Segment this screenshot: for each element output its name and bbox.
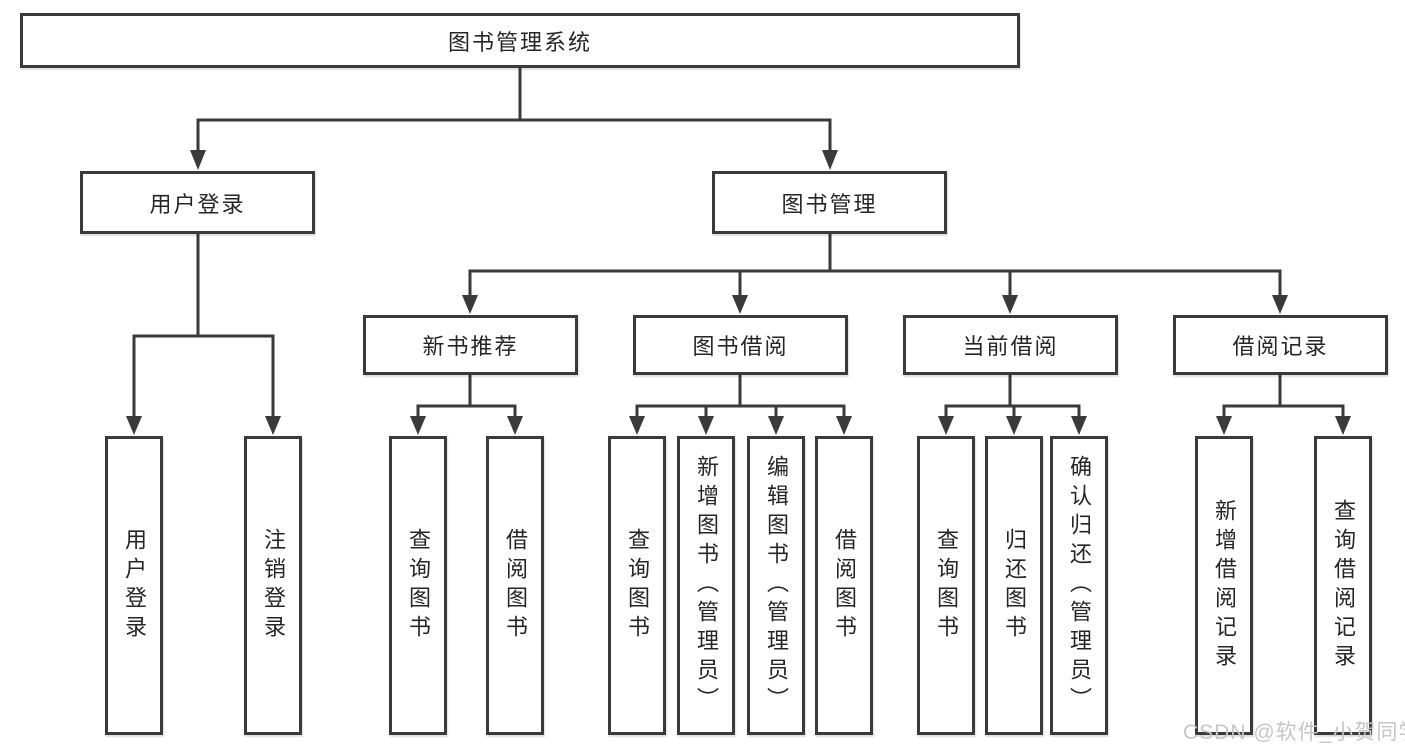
leaf-add-borrow-record: 新增借阅记录 bbox=[1195, 436, 1253, 735]
arrow-down-icon bbox=[462, 295, 478, 314]
node-label: 确认归还（管理员） bbox=[1067, 455, 1092, 716]
arrow-down-icon bbox=[938, 416, 954, 435]
node-label: 借阅图书 bbox=[832, 527, 857, 644]
leaf-borrow-books: 借阅图书 bbox=[815, 436, 873, 735]
leaf-query-books-borrow: 查询图书 bbox=[608, 436, 666, 735]
leaf-add-books-admin: 新增图书（管理员） bbox=[677, 436, 735, 735]
node-label: 注销登录 bbox=[261, 527, 286, 644]
arrow-down-icon bbox=[1071, 416, 1087, 435]
node-label: 查询图书 bbox=[934, 527, 959, 644]
node-label: 新书推荐 bbox=[422, 334, 519, 359]
node-borrow-records: 借阅记录 bbox=[1173, 315, 1388, 375]
node-book-borrow: 图书借阅 bbox=[633, 315, 848, 375]
arrow-down-icon bbox=[822, 150, 838, 170]
leaf-return-books: 归还图书 bbox=[985, 436, 1043, 735]
node-label: 用户登录 bbox=[122, 527, 147, 644]
arrow-down-icon bbox=[1272, 295, 1288, 314]
node-label: 图书借阅 bbox=[692, 334, 789, 359]
arrow-down-icon bbox=[410, 416, 426, 435]
arrow-down-icon bbox=[1002, 295, 1018, 314]
node-label: 查询借阅记录 bbox=[1331, 498, 1356, 673]
leaf-query-books-recommend: 查询图书 bbox=[389, 436, 447, 735]
leaf-query-borrow-record: 查询借阅记录 bbox=[1314, 436, 1372, 735]
node-user-login: 用户登录 bbox=[80, 171, 315, 234]
node-label: 查询图书 bbox=[625, 527, 650, 644]
arrow-down-icon bbox=[732, 295, 748, 314]
node-current-borrow: 当前借阅 bbox=[903, 315, 1118, 375]
node-book-management: 图书管理 bbox=[712, 171, 947, 234]
node-label: 编辑图书（管理员） bbox=[764, 455, 789, 716]
node-label: 当前借阅 bbox=[962, 334, 1059, 359]
node-label: 借阅图书 bbox=[503, 527, 528, 644]
arrow-down-icon bbox=[698, 416, 714, 435]
leaf-query-books-current: 查询图书 bbox=[917, 436, 975, 735]
node-label: 图书管理系统 bbox=[447, 29, 592, 55]
node-label: 图书管理 bbox=[781, 191, 878, 217]
node-label: 新增图书（管理员） bbox=[694, 455, 719, 716]
arrow-down-icon bbox=[190, 150, 206, 170]
leaf-logout: 注销登录 bbox=[244, 436, 302, 735]
node-label: 新增借阅记录 bbox=[1212, 498, 1237, 673]
arrow-down-icon bbox=[629, 416, 645, 435]
arrow-down-icon bbox=[1335, 416, 1351, 435]
node-label: 查询图书 bbox=[406, 527, 431, 644]
arrow-down-icon bbox=[1006, 416, 1022, 435]
node-label: 归还图书 bbox=[1002, 527, 1027, 644]
arrow-down-icon bbox=[126, 416, 142, 435]
arrow-down-icon bbox=[507, 416, 523, 435]
leaf-confirm-return-admin: 确认归还（管理员） bbox=[1050, 436, 1108, 735]
leaf-edit-books-admin: 编辑图书（管理员） bbox=[747, 436, 805, 735]
node-label: 用户登录 bbox=[149, 191, 246, 217]
leaf-borrow-books-recommend: 借阅图书 bbox=[486, 436, 544, 735]
node-new-book-recommend: 新书推荐 bbox=[363, 315, 578, 375]
node-label: 借阅记录 bbox=[1232, 334, 1329, 359]
csdn-watermark: CSDN @软件_小贺同学 bbox=[1183, 721, 1405, 744]
node-root-library-system: 图书管理系统 bbox=[20, 13, 1020, 68]
arrow-down-icon bbox=[768, 416, 784, 435]
arrow-down-icon bbox=[836, 416, 852, 435]
arrow-down-icon bbox=[1216, 416, 1232, 435]
leaf-user-login: 用户登录 bbox=[105, 436, 163, 735]
arrow-down-icon bbox=[265, 416, 281, 435]
